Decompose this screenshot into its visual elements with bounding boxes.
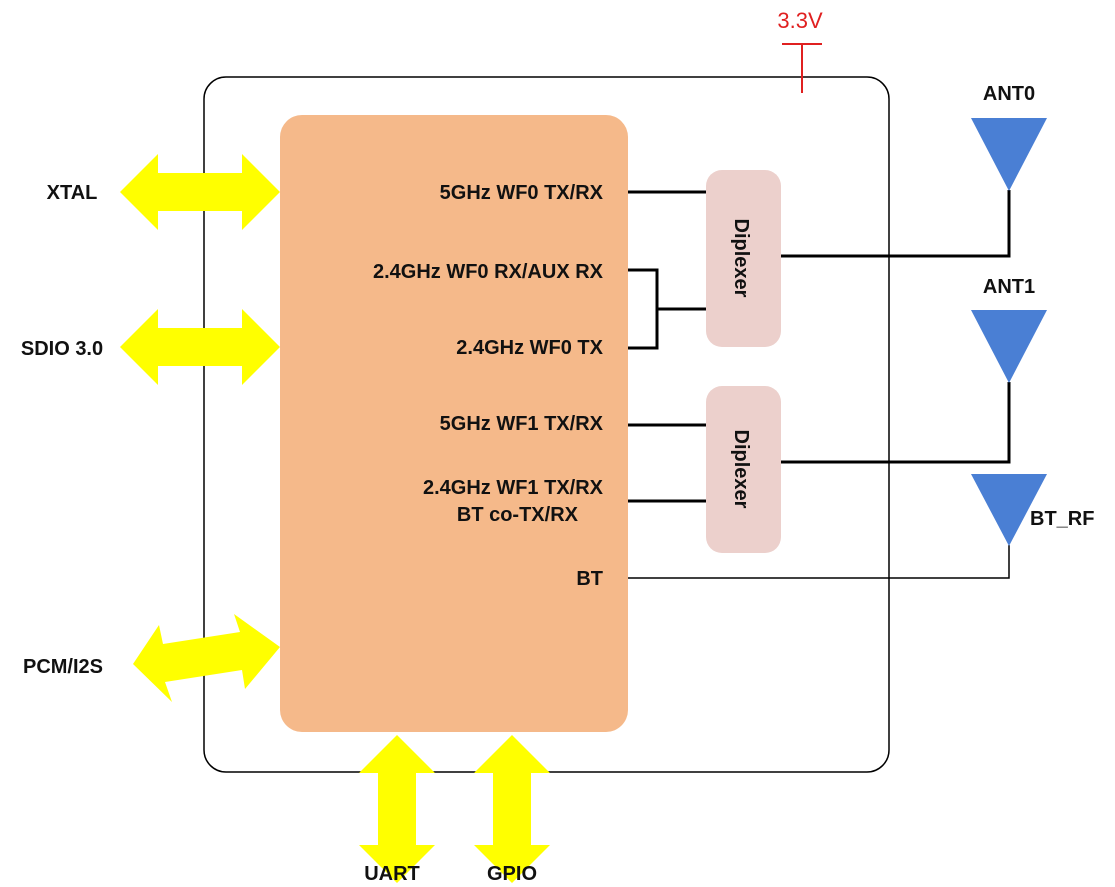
antenna-ant1-label: ANT1 xyxy=(983,276,1035,298)
antenna-ant0-label: ANT0 xyxy=(983,83,1035,105)
power-label: 3.3V xyxy=(777,8,823,33)
antenna-ant0-icon xyxy=(971,118,1047,191)
interface-arrows xyxy=(120,154,550,883)
port-24ghz-wf0-tx: 2.4GHz WF0 TX xyxy=(456,337,603,359)
gpio-arrow-icon xyxy=(474,735,550,883)
label-xtal: XTAL xyxy=(47,182,98,204)
port-24ghz-wf1-line1: 2.4GHz WF1 TX/RX xyxy=(423,477,604,499)
port-5ghz-wf1: 5GHz WF1 TX/RX xyxy=(440,413,604,435)
xtal-arrow-icon xyxy=(120,154,280,230)
antenna-ant1: ANT1 xyxy=(971,276,1047,383)
diplexer-bottom-label: Diplexer xyxy=(730,430,752,509)
antenna-ant1-icon xyxy=(971,310,1047,383)
antenna-ant0: ANT0 xyxy=(971,83,1047,191)
label-gpio: GPIO xyxy=(487,863,537,885)
port-24ghz-wf0-rx: 2.4GHz WF0 RX/AUX RX xyxy=(373,261,604,283)
label-pcm: PCM/I2S xyxy=(23,656,103,678)
port-5ghz-wf0: 5GHz WF0 TX/RX xyxy=(440,182,604,204)
pcm-arrow-icon xyxy=(133,614,280,702)
antenna-bt-rf: BT_RF xyxy=(971,474,1094,546)
chip-wires xyxy=(628,190,706,503)
port-bt: BT xyxy=(576,568,603,590)
diplexer-bottom: Diplexer xyxy=(706,386,781,553)
uart-arrow-icon xyxy=(359,735,435,883)
label-sdio: SDIO 3.0 xyxy=(21,338,103,360)
antenna-wires xyxy=(628,190,1011,579)
port-24ghz-wf1-line2: BT co-TX/RX xyxy=(457,504,579,526)
chip-block xyxy=(280,115,628,732)
diplexer-top-label: Diplexer xyxy=(730,219,752,298)
power-symbol: 3.3V xyxy=(777,8,823,93)
antenna-bt-rf-label: BT_RF xyxy=(1030,508,1094,530)
label-uart: UART xyxy=(364,863,420,885)
sdio-arrow-icon xyxy=(120,309,280,385)
antenna-bt-rf-icon xyxy=(971,474,1047,546)
diplexer-top: Diplexer xyxy=(706,170,781,347)
